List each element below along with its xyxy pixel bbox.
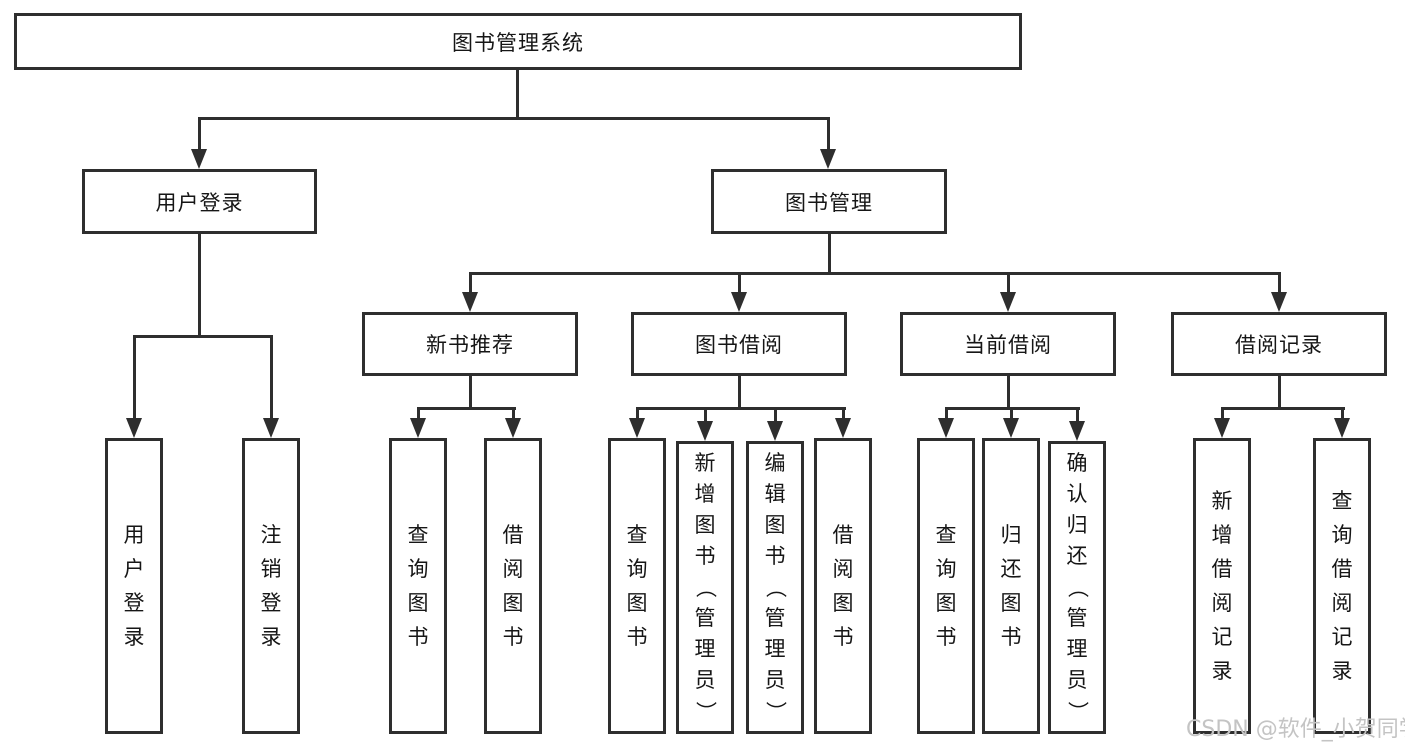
- leaf-add-books-admin: 新增图书（管理员）: [676, 441, 734, 734]
- connector-newbook-stem-2: [512, 407, 515, 418]
- leaf-current-query-books-label: 查询图书: [935, 523, 957, 649]
- connector-mgmt-stem: [828, 234, 831, 272]
- connector-current-stem-3: [1076, 407, 1079, 421]
- leaf-confirm-return-admin-label: 确认归还（管理员）: [1065, 451, 1090, 722]
- leaf-current-query-books: 查询图书: [917, 438, 975, 734]
- node-root-label: 图书管理系统: [452, 30, 584, 55]
- connector-newbook-hline: [417, 407, 516, 410]
- connector-records-hline: [1221, 407, 1345, 410]
- node-current-borrow-label: 当前借阅: [964, 333, 1052, 357]
- leaf-add-borrow-record: 新增借阅记录: [1193, 438, 1251, 734]
- connector-borrow-stem-4: [842, 407, 845, 418]
- arrow-down-icon: [410, 418, 426, 438]
- leaf-user-login-label: 用户登录: [123, 523, 145, 649]
- connector-mgmt-stem-3: [1007, 272, 1010, 292]
- leaf-newbook-borrow-books: 借阅图书: [484, 438, 542, 734]
- node-book-borrow-label: 图书借阅: [695, 333, 783, 357]
- leaf-return-books-label: 归还图书: [1000, 523, 1022, 649]
- arrow-down-icon: [835, 418, 851, 438]
- connector-borrow-hline: [636, 407, 846, 410]
- leaf-query-borrow-record: 查询借阅记录: [1313, 438, 1371, 734]
- node-current-borrow: 当前借阅: [900, 312, 1116, 376]
- leaf-return-books: 归还图书: [982, 438, 1040, 734]
- connector-borrow-stem-3: [774, 407, 777, 421]
- arrow-down-icon: [1271, 292, 1287, 312]
- node-book-borrow: 图书借阅: [631, 312, 847, 376]
- arrow-down-icon: [731, 292, 747, 312]
- node-new-book-recommend-label: 新书推荐: [426, 333, 514, 357]
- connector-newbook-stem: [469, 376, 472, 407]
- arrow-down-icon: [697, 421, 713, 441]
- leaf-logout: 注销登录: [242, 438, 300, 734]
- node-borrow-records: 借阅记录: [1171, 312, 1387, 376]
- connector-mgmt-stem-2: [738, 272, 741, 292]
- arrow-down-icon: [263, 418, 279, 438]
- leaf-borrow-borrow-books-label: 借阅图书: [832, 523, 854, 649]
- node-user-login: 用户登录: [82, 169, 317, 234]
- csdn-watermark: CSDN @软件_小贺同学: [1186, 717, 1405, 742]
- arrow-down-icon: [126, 418, 142, 438]
- connector-borrow-stem-2: [704, 407, 707, 421]
- leaf-user-login: 用户登录: [105, 438, 163, 734]
- connector-user-stem-2: [270, 335, 273, 418]
- arrow-down-icon: [462, 292, 478, 312]
- connector-records-stem-1: [1221, 407, 1224, 418]
- node-root: 图书管理系统: [14, 13, 1022, 70]
- connector-records-stem-2: [1341, 407, 1344, 418]
- leaf-add-books-admin-label: 新增图书（管理员）: [693, 451, 718, 722]
- connector-user-stem-1: [133, 335, 136, 418]
- arrow-down-icon: [1214, 418, 1230, 438]
- arrow-down-icon: [191, 149, 207, 169]
- leaf-edit-books-admin: 编辑图书（管理员）: [746, 441, 804, 734]
- node-user-login-label: 用户登录: [155, 190, 244, 215]
- connector-l1-hline: [198, 117, 830, 120]
- arrow-down-icon: [938, 418, 954, 438]
- connector-mgmt-stem-1: [469, 272, 472, 292]
- leaf-add-borrow-record-label: 新增借阅记录: [1211, 489, 1233, 683]
- leaf-borrow-query-books: 查询图书: [608, 438, 666, 734]
- leaf-borrow-query-books-label: 查询图书: [626, 523, 648, 649]
- leaf-newbook-query-books-label: 查询图书: [407, 523, 429, 649]
- arrow-down-icon: [629, 418, 645, 438]
- connector-mgmt-hline: [469, 272, 1281, 275]
- leaf-confirm-return-admin: 确认归还（管理员）: [1048, 441, 1106, 734]
- connector-user-hline: [133, 335, 273, 338]
- leaf-edit-books-admin-label: 编辑图书（管理员）: [763, 451, 788, 722]
- connector-l1-stem-right: [827, 117, 830, 149]
- connector-l1-stem-left: [198, 117, 201, 149]
- connector-user-stem: [198, 234, 201, 335]
- connector-borrow-stem-1: [636, 407, 639, 418]
- arrow-down-icon: [505, 418, 521, 438]
- node-new-book-recommend: 新书推荐: [362, 312, 578, 376]
- connector-records-stem: [1278, 376, 1281, 407]
- connector-current-stem-2: [1010, 407, 1013, 418]
- connector-mgmt-stem-4: [1278, 272, 1281, 292]
- node-book-management-label: 图书管理: [785, 190, 873, 215]
- arrow-down-icon: [820, 149, 836, 169]
- connector-current-stem-1: [945, 407, 948, 418]
- arrow-down-icon: [1003, 418, 1019, 438]
- node-book-management: 图书管理: [711, 169, 947, 234]
- connector-current-stem: [1007, 376, 1010, 407]
- leaf-newbook-borrow-books-label: 借阅图书: [502, 523, 524, 649]
- leaf-newbook-query-books: 查询图书: [389, 438, 447, 734]
- connector-borrow-stem: [738, 376, 741, 407]
- arrow-down-icon: [1069, 421, 1085, 441]
- arrow-down-icon: [1334, 418, 1350, 438]
- connector-root-stem: [516, 70, 519, 117]
- arrow-down-icon: [1000, 292, 1016, 312]
- connector-newbook-stem-1: [417, 407, 420, 418]
- arrow-down-icon: [767, 421, 783, 441]
- leaf-logout-label: 注销登录: [260, 523, 282, 649]
- leaf-query-borrow-record-label: 查询借阅记录: [1331, 489, 1353, 683]
- node-borrow-records-label: 借阅记录: [1235, 333, 1323, 357]
- leaf-borrow-borrow-books: 借阅图书: [814, 438, 872, 734]
